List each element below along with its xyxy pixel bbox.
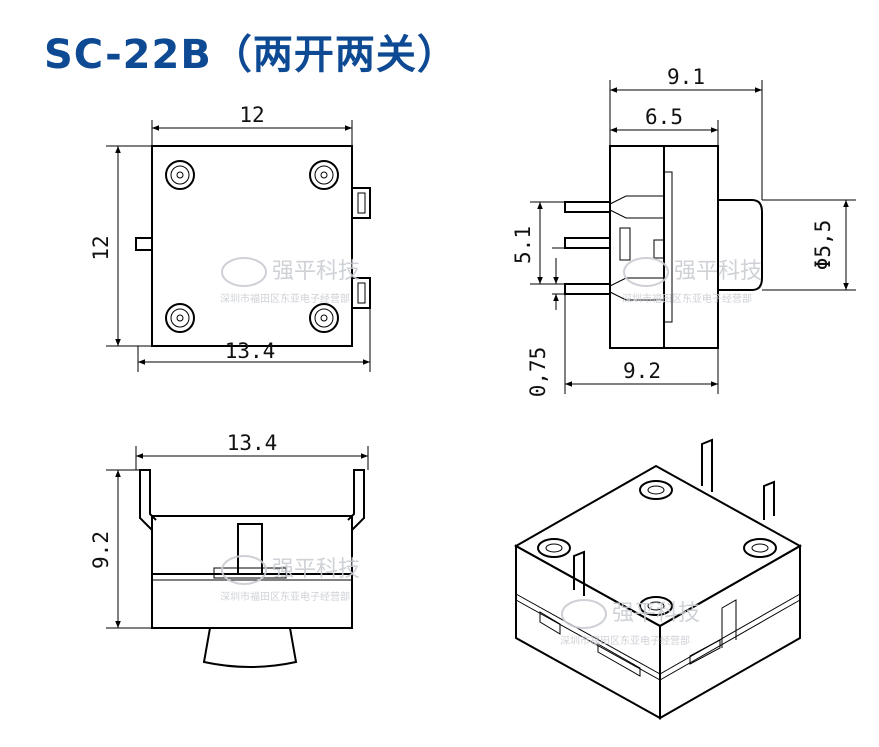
page-title: SC-22B（两开两关） — [44, 32, 458, 78]
front-view: 13.4 9.2 — [89, 431, 369, 668]
dim-side-body-depth: 9.2 — [623, 359, 661, 383]
side-view: 9.1 6.5 5.1 0,75 9.2 Φ5,5 — [511, 65, 856, 397]
watermark-brand: 强平科技 — [674, 259, 762, 284]
dim-side-overall: 9.1 — [667, 65, 705, 89]
dim-top-bottom-width: 13.4 — [225, 339, 276, 363]
watermark-logo — [561, 599, 607, 629]
watermark-logo — [623, 257, 669, 287]
watermark-brand: 强平科技 — [272, 557, 360, 582]
watermark-logo — [221, 555, 267, 585]
dim-side-pin-offset: 6.5 — [645, 105, 683, 129]
top-view: 12 12 13.4 — [89, 103, 371, 372]
mount-hole — [309, 160, 339, 190]
dim-side-diameter: Φ5,5 — [811, 220, 835, 271]
dim-side-pin-pitch: 5.1 — [511, 226, 535, 264]
isometric-view — [513, 438, 803, 720]
mount-hole — [309, 303, 339, 333]
dim-top-height: 12 — [89, 235, 113, 260]
watermark-brand: 强平科技 — [272, 259, 360, 284]
dim-front-height: 9.2 — [89, 531, 113, 569]
dim-top-width: 12 — [239, 103, 264, 127]
dim-front-width: 13.4 — [227, 431, 278, 455]
mount-hole — [165, 303, 195, 333]
watermark-logo — [221, 257, 267, 287]
dim-side-pin-gap: 0,75 — [526, 347, 550, 398]
watermark-address: 深圳市福田区东亚电子经营部 — [622, 292, 752, 305]
watermark-address: 深圳市福田区东亚电子经营部 — [220, 590, 350, 603]
watermark-address: 深圳市福田区东亚电子经营部 — [220, 292, 350, 305]
watermark-brand: 强平科技 — [612, 601, 700, 626]
front-view-body — [151, 515, 353, 629]
mount-hole — [165, 160, 195, 190]
watermark-address: 深圳市福田区东亚电子经营部 — [560, 634, 690, 647]
watermark: 强平科技 深圳市福田区东亚电子经营部 强平科技 深圳市福田区东亚电子经营部 强平… — [220, 257, 762, 647]
